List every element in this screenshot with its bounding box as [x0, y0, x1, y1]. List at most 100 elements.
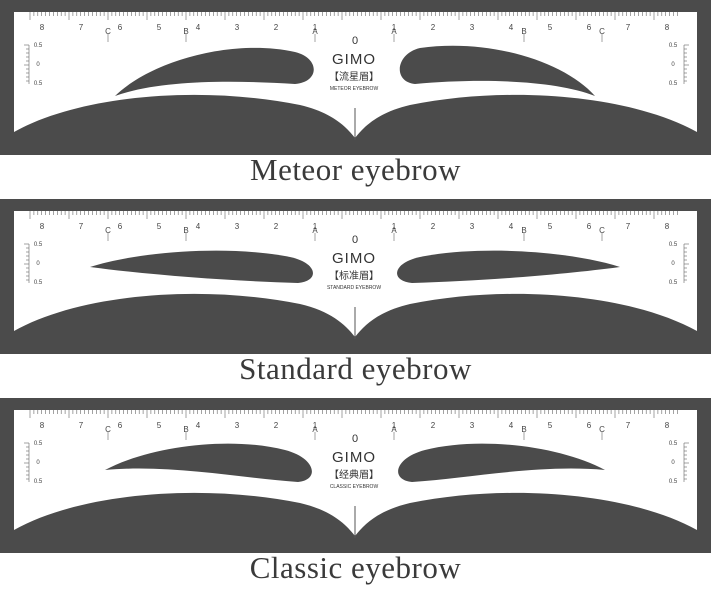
ruler-letter: C — [599, 226, 605, 235]
ruler-number: 3 — [235, 23, 240, 32]
ruler-number: 8 — [40, 23, 45, 32]
ruler-number: 7 — [79, 421, 84, 430]
ruler-letter: A — [391, 27, 397, 36]
side-scale-label: 0.5 — [34, 43, 43, 49]
side-scale-label: 0 — [671, 261, 675, 267]
ruler-number: 3 — [235, 421, 240, 430]
ruler-number: 2 — [274, 222, 279, 231]
side-scale-label: 0.5 — [34, 242, 43, 248]
ruler-number: 6 — [118, 222, 123, 231]
ruler-number: 4 — [196, 421, 201, 430]
ruler-number: 3 — [470, 23, 475, 32]
ruler-letter: B — [521, 27, 526, 36]
caption-meteor: Meteor eyebrow — [250, 152, 461, 187]
side-scale-label: 0.5 — [34, 280, 43, 286]
lower-cutout — [14, 94, 697, 155]
ruler-number: 8 — [40, 421, 45, 430]
ruler-ticks — [29, 211, 678, 241]
side-scale-label: 0.5 — [34, 81, 43, 87]
ruler-number: 7 — [626, 23, 631, 32]
ruler-number: 8 — [665, 222, 670, 231]
ruler-letter: C — [105, 425, 111, 434]
side-scales: 0.5 0 0.5 0.5 0 0.5 — [24, 242, 689, 286]
side-scales: 0.500.50.500.5 — [24, 43, 689, 87]
caption-standard: Standard eyebrow — [239, 351, 472, 386]
ruler-number: 7 — [626, 222, 631, 231]
side-scale-label: 0.5 — [669, 479, 678, 485]
ruler-letter: B — [521, 226, 526, 235]
ruler-letter: B — [183, 226, 188, 235]
ruler-number: 5 — [157, 421, 162, 430]
ruler-number: 5 — [548, 421, 553, 430]
ruler-number: 4 — [196, 222, 201, 231]
ruler-number: 4 — [196, 23, 201, 32]
side-scale-label: 0.5 — [669, 441, 678, 447]
side-scales: 0.5 0 0.5 0.5 0 0.5 — [24, 441, 689, 485]
ruler-number: 8 — [665, 23, 670, 32]
ruler-number: 8 — [40, 222, 45, 231]
ruler-number: 3 — [470, 222, 475, 231]
side-scale-label: 0 — [36, 460, 40, 466]
side-scale-label: 0 — [671, 460, 675, 466]
ruler-number: 2 — [431, 23, 436, 32]
ruler-number: 8 — [665, 421, 670, 430]
ruler-letter: B — [521, 425, 526, 434]
ruler-number: 6 — [587, 222, 592, 231]
left-brow — [90, 250, 313, 283]
side-scale-label: 0.5 — [34, 479, 43, 485]
ruler-number: 1 — [392, 421, 397, 430]
ruler-letter: C — [599, 425, 605, 434]
ruler-ticks — [29, 410, 678, 440]
ruler-number: 4 — [509, 222, 514, 231]
left-brow — [105, 443, 312, 482]
right-brow — [398, 443, 605, 482]
side-scale-label: 0.5 — [669, 242, 678, 248]
caption-classic: Classic eyebrow — [249, 550, 462, 585]
ruler-letter: B — [183, 425, 188, 434]
center-zero: 0 — [352, 234, 358, 246]
ruler-letter: A — [312, 226, 318, 235]
ruler-number: 1 — [313, 23, 318, 32]
ruler-letter: A — [391, 226, 397, 235]
ruler-letter: A — [391, 425, 397, 434]
brand-logo: GIMO — [332, 449, 376, 466]
ruler-ticks — [29, 12, 678, 42]
ruler-number: 6 — [587, 421, 592, 430]
model-name-cn: 【流星眉】 — [329, 70, 379, 83]
ruler-number: 4 — [509, 23, 514, 32]
ruler-number: 6 — [118, 421, 123, 430]
side-scale-label: 0 — [36, 261, 40, 267]
ruler-number: 2 — [431, 421, 436, 430]
ruler-number: 2 — [274, 421, 279, 430]
ruler-letter: C — [599, 27, 605, 36]
brand-logo: GIMO — [332, 51, 376, 68]
ruler-letter: B — [183, 27, 188, 36]
center-zero: 0 — [352, 433, 358, 445]
ruler-letter: C — [105, 226, 111, 235]
ruler-letter: A — [312, 27, 318, 36]
ruler-number: 5 — [548, 23, 553, 32]
model-name-en: METEOR EYEBROW — [330, 86, 379, 92]
ruler-number: 1 — [392, 222, 397, 231]
ruler-number: 7 — [626, 421, 631, 430]
lower-cutout — [14, 293, 697, 354]
side-scale-label: 0.5 — [669, 43, 678, 49]
right-brow — [397, 250, 620, 283]
side-scale-label: 0.5 — [669, 280, 678, 286]
ruler-number: 5 — [548, 222, 553, 231]
ruler-number: 5 — [157, 23, 162, 32]
ruler-letter: C — [105, 27, 111, 36]
ruler-number: 5 — [157, 222, 162, 231]
ruler-number: 7 — [79, 222, 84, 231]
ruler-letter: A — [312, 425, 318, 434]
ruler-number: 3 — [470, 421, 475, 430]
ruler-number: 2 — [431, 222, 436, 231]
ruler-number: 6 — [118, 23, 123, 32]
ruler-number: 4 — [509, 421, 514, 430]
side-scale-label: 0.5 — [34, 441, 43, 447]
